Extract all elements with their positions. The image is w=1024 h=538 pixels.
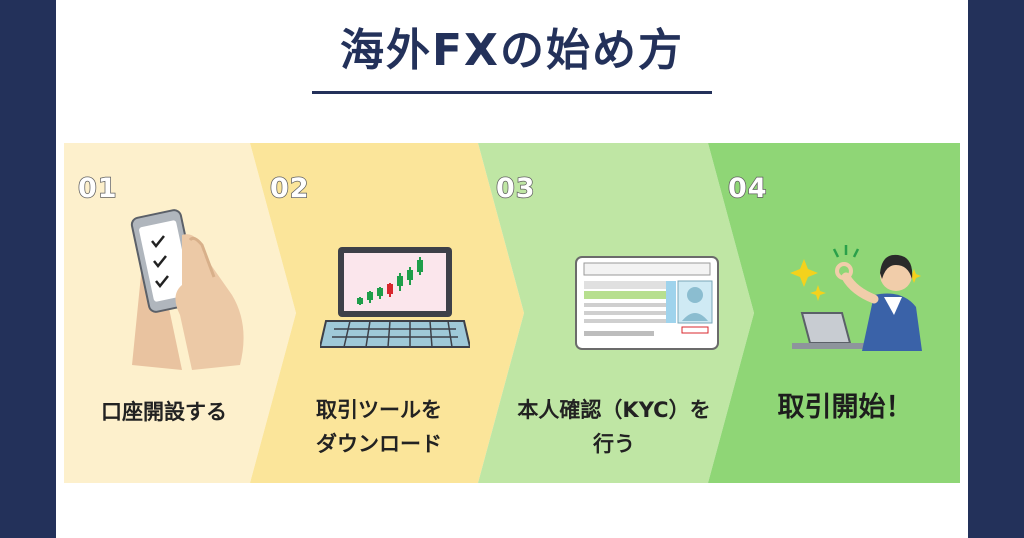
step-4-number: 04 [727, 172, 768, 205]
laptop-chart-icon [320, 247, 470, 348]
smartphone-checklist-icon [130, 209, 244, 370]
step-1-label: 口座開設する [101, 400, 227, 424]
person-ok-icon [790, 245, 922, 351]
step-2-label: 取引ツールを ダウンロード [316, 398, 442, 456]
step-2-number: 02 [269, 172, 310, 205]
right-side-bar [968, 0, 1024, 538]
title-underline [312, 91, 712, 94]
step-4-label: 取引開始！ [777, 392, 913, 423]
page-title: 海外FXの始め方 [340, 25, 684, 76]
steps-flow: 01 口座開設する 02 取引ツールを [64, 143, 960, 483]
step-3-number: 03 [495, 172, 536, 205]
step-3-label: 本人確認（KYC）を 行う [517, 398, 711, 456]
step-1-number: 01 [77, 172, 118, 205]
left-side-bar [0, 0, 56, 538]
id-card-icon [575, 256, 719, 350]
